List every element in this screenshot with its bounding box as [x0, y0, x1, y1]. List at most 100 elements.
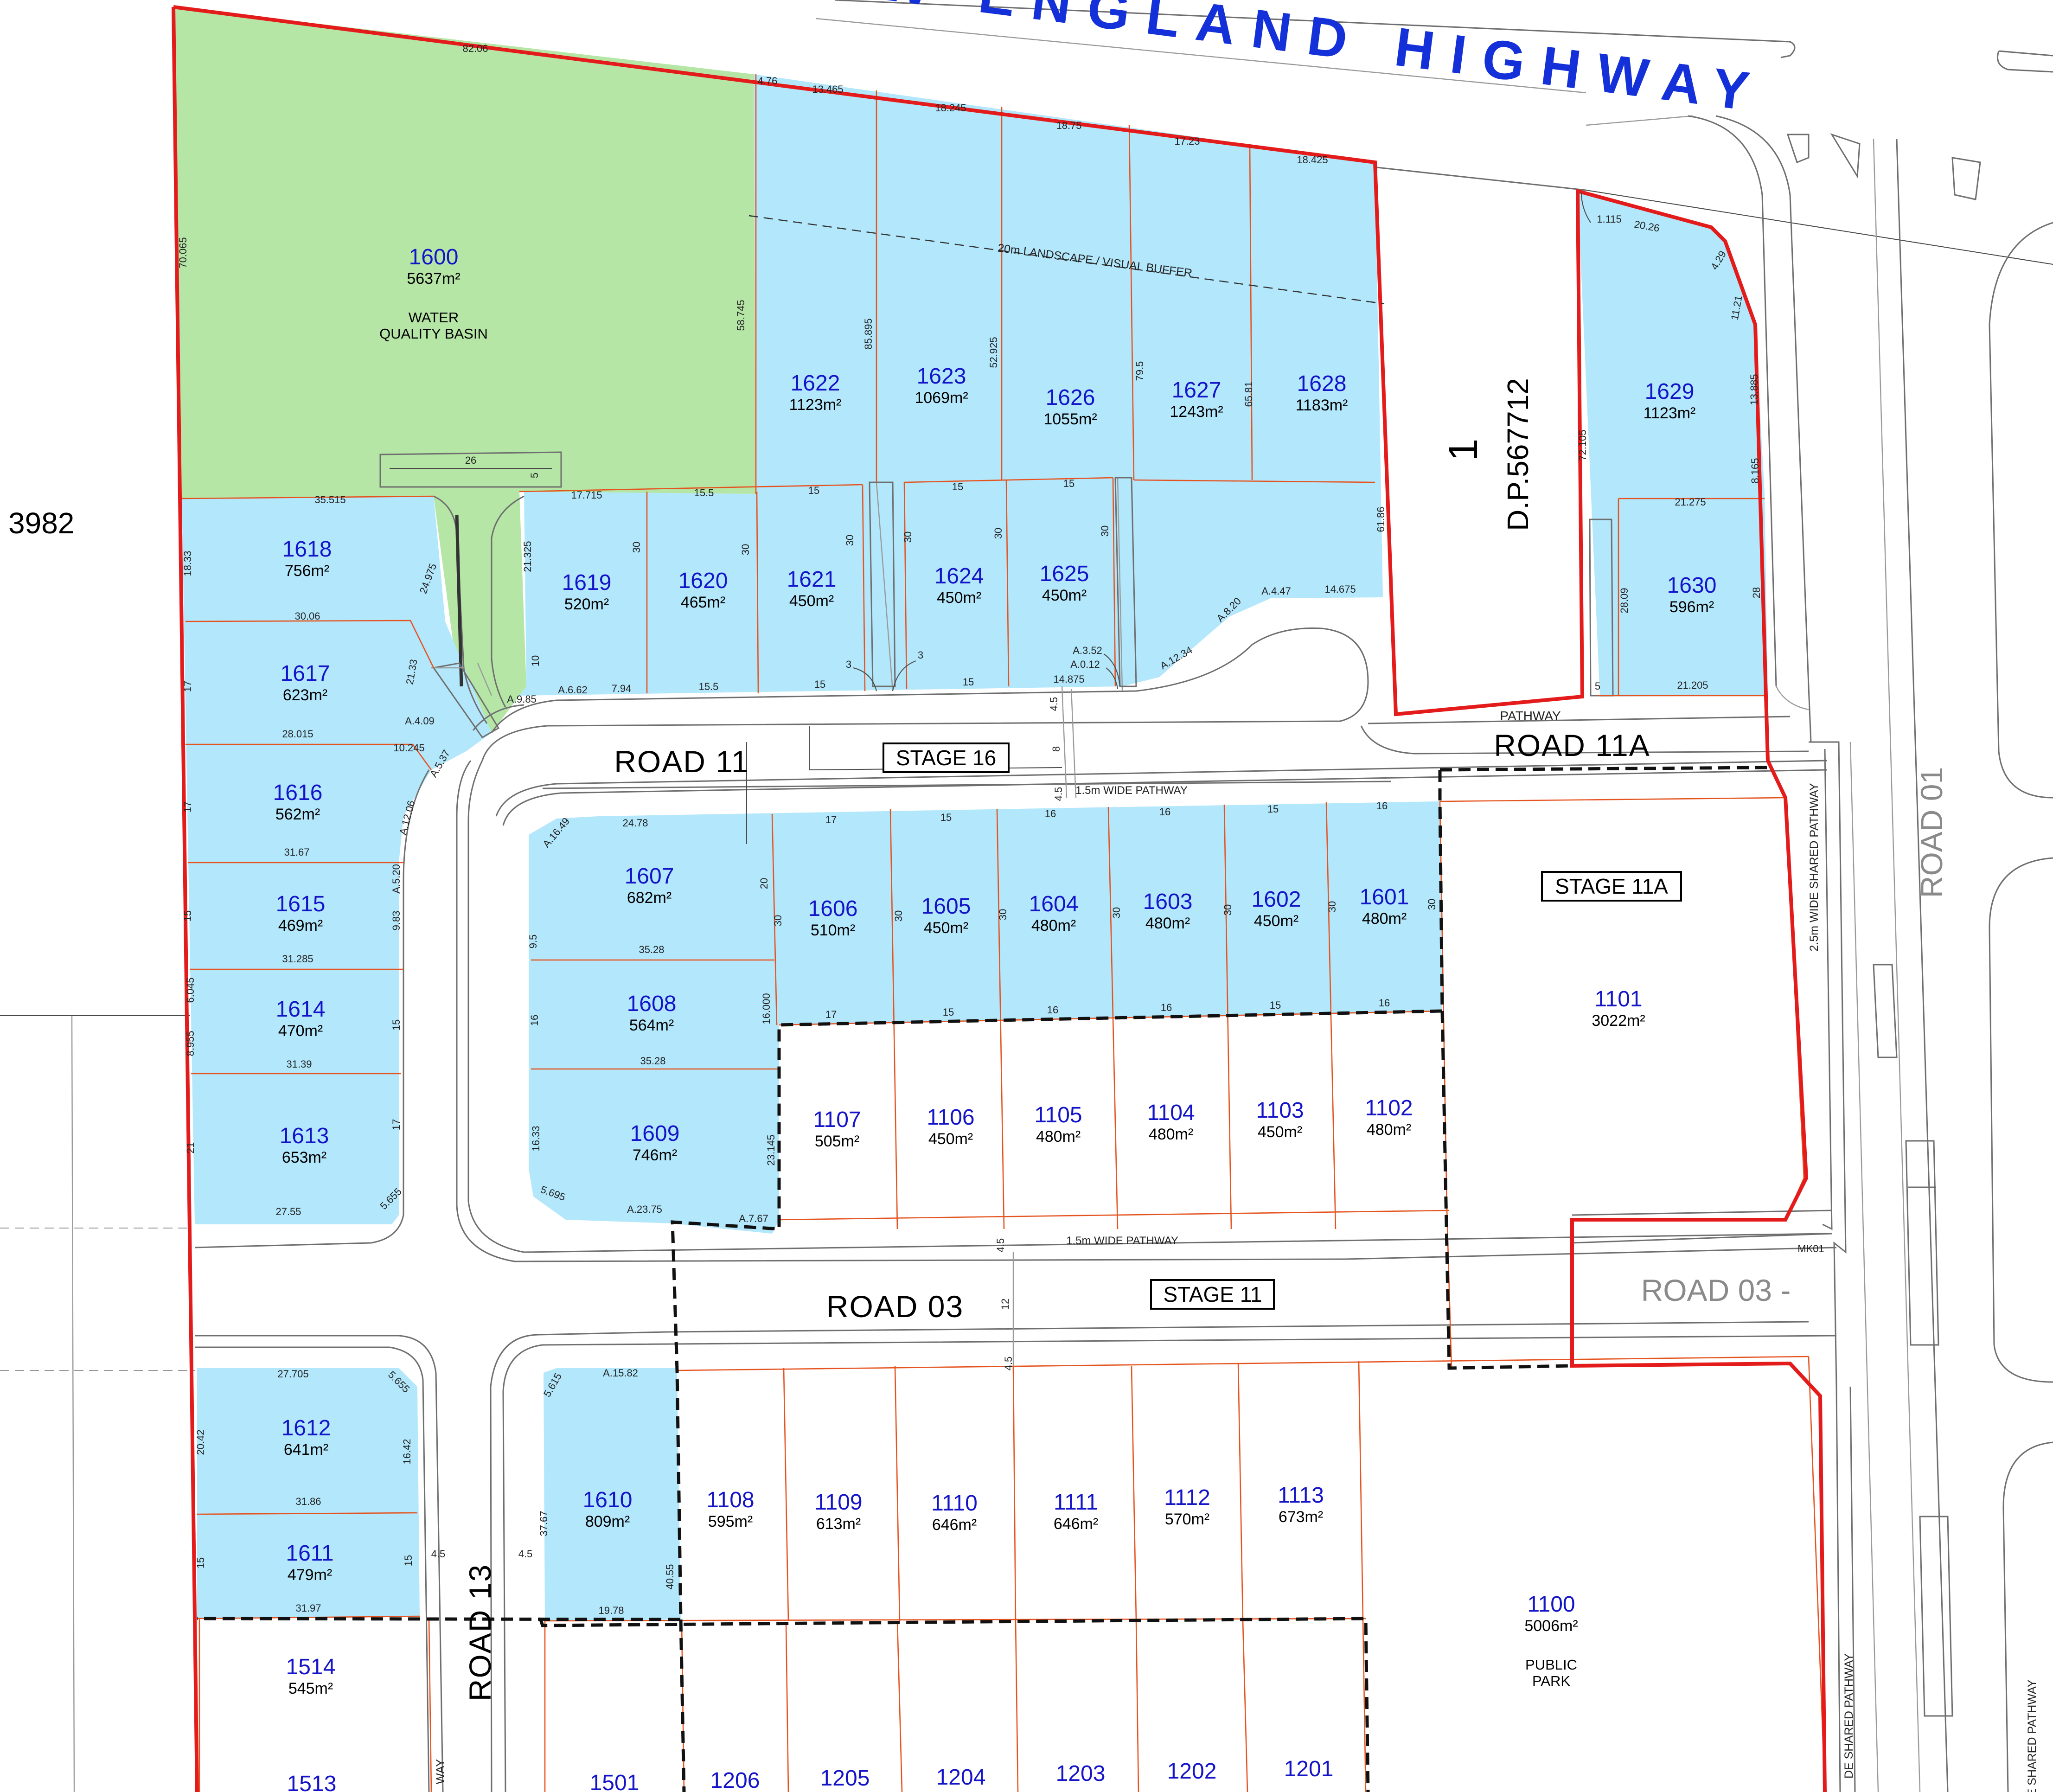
lot-area: 450m² — [1042, 587, 1087, 604]
lot-area: 1055m² — [1043, 410, 1097, 428]
lot-description: PARK — [1532, 1673, 1570, 1689]
dimension-label: 12 — [999, 1299, 1011, 1310]
lot-1206[interactable]: 1206 — [710, 1768, 760, 1792]
dimension-label: A.0.12 — [1070, 659, 1100, 670]
lot-1201[interactable]: 1201 — [1284, 1757, 1334, 1781]
dimension-label: A.3.52 — [1073, 645, 1102, 656]
dimension-label: 16 — [1161, 1002, 1172, 1013]
dimension-label: 31.39 — [286, 1058, 312, 1070]
dimension-label: 30 — [992, 528, 1004, 539]
dimension-label: 79.5 — [1134, 361, 1145, 381]
lot-1501[interactable]: 1501 — [590, 1771, 640, 1792]
lot-number: 1615 — [276, 892, 326, 916]
lot-1205[interactable]: 1205 — [820, 1766, 870, 1791]
dimension-label: 65.81 — [1243, 381, 1254, 407]
lot-area: 5006m² — [1524, 1617, 1578, 1635]
dimension-label: 15 — [1270, 999, 1281, 1011]
shared-pathway-south: DE SHARED PATHWAY — [1842, 1653, 1855, 1779]
lot-number: 1617 — [281, 661, 330, 686]
dimension-label: 31.97 — [295, 1602, 321, 1614]
dimension-label: 4.5 — [1048, 697, 1060, 711]
lot-number: 1620 — [678, 569, 728, 593]
dimension-label: 18.33 — [182, 550, 193, 576]
dimension-label: 16 — [1047, 1004, 1058, 1016]
lot-number: 1626 — [1046, 385, 1095, 410]
lot-area: 480m² — [1145, 915, 1190, 932]
road-13-label: ROAD 13 — [463, 1564, 497, 1701]
dimension-label: A.7.67 — [739, 1213, 768, 1224]
lot-1203[interactable]: 1203 — [1056, 1761, 1106, 1786]
lot-number: 1628 — [1297, 371, 1347, 396]
dimension-label: 85.895 — [863, 318, 874, 349]
dimension-label: 4.5 — [1053, 787, 1064, 801]
lot-area: 646m² — [1054, 1515, 1098, 1533]
lot-area: 469m² — [278, 917, 323, 934]
dimension-label: 5 — [1595, 680, 1600, 692]
dimension-label: 10 — [530, 655, 541, 666]
site-boundary — [172, 5, 1827, 1792]
lot-1202[interactable]: 1202 — [1167, 1759, 1217, 1784]
dimension-label: 30 — [902, 531, 914, 543]
lot-1513[interactable]: 1513 — [287, 1772, 337, 1792]
dimension-label: 16.33 — [530, 1126, 542, 1151]
lot-1204[interactable]: 1204 — [936, 1765, 986, 1790]
dimension-label: 30 — [844, 535, 856, 546]
pathway-road13: WAY — [434, 1759, 447, 1784]
dimension-label: 21.275 — [1675, 496, 1706, 508]
dimension-label: 3 — [918, 649, 923, 661]
dimension-label: 28.015 — [282, 728, 313, 740]
dimension-label: 15 — [952, 481, 963, 493]
lot-number: 1205 — [820, 1766, 870, 1791]
dimension-label: 7.94 — [612, 683, 632, 694]
dimension-label: 17 — [390, 1119, 402, 1130]
lot-number: 1206 — [710, 1768, 760, 1792]
dimension-label: 14.675 — [1324, 583, 1356, 595]
